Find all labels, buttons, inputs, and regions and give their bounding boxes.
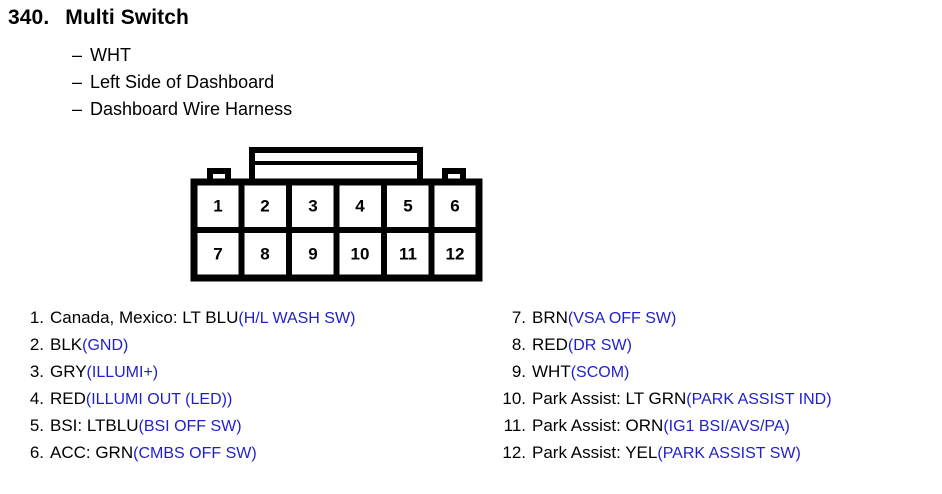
pin-number-3: 3 (308, 196, 317, 215)
dash-marker: – (72, 45, 83, 65)
legend-circuit-name: (SCOM) (570, 364, 630, 381)
connector-details-list: –WHT –Left Side of Dashboard –Dashboard … (72, 42, 292, 123)
legend-wire-color: Park Assist: ORN (532, 416, 664, 435)
pin-legend-right-column: 7. BRN (VSA OFF SW) 8. RED (DR SW) 9. WH… (495, 308, 935, 470)
legend-pin-number: 2. (29, 335, 44, 354)
title-name: Multi Switch (65, 6, 189, 29)
legend-circuit-name: (IG1 BSI/AVS/PA) (663, 418, 790, 435)
legend-item: 6. ACC: GRN (CMBS OFF SW) (14, 443, 484, 470)
pin-number-2: 2 (260, 196, 269, 215)
connector-lock-bracket (249, 147, 423, 186)
legend-circuit-name: (H/L WASH SW) (238, 310, 356, 327)
dash-marker: – (72, 99, 83, 119)
title-number: 340. (8, 6, 50, 29)
pin-number-1: 1 (213, 196, 222, 215)
legend-wire-color: Park Assist: LT GRN (532, 389, 687, 408)
legend-item: 3. GRY (ILLUMI+) (14, 362, 484, 389)
legend-item: 10. Park Assist: LT GRN (PARK ASSIST IND… (495, 389, 935, 416)
legend-item: 4. RED (ILLUMI OUT (LED)) (14, 389, 484, 416)
legend-pin-number: 12. (502, 443, 526, 462)
legend-wire-color: BSI: LTBLU (50, 416, 139, 435)
pin-number-8: 8 (260, 244, 269, 263)
legend-pin-number: 3. (29, 362, 44, 381)
legend-circuit-name: (ILLUMI+) (86, 364, 159, 381)
detail-text: WHT (90, 45, 131, 65)
legend-wire-color: BRN (532, 308, 568, 327)
legend-item: 9. WHT (SCOM) (495, 362, 935, 389)
legend-circuit-name: (PARK ASSIST SW) (657, 445, 801, 462)
legend-pin-number: 8. (511, 335, 526, 354)
legend-circuit-name: (ILLUMI OUT (LED)) (85, 391, 233, 408)
legend-pin-number: 9. (511, 362, 526, 381)
pin-legend-left-column: 1. Canada, Mexico: LT BLU (H/L WASH SW) … (14, 308, 484, 470)
pin-number-5: 5 (403, 196, 412, 215)
legend-item: 5. BSI: LTBLU (BSI OFF SW) (14, 416, 484, 443)
legend-pin-number: 10. (502, 389, 526, 408)
legend-pin-number: 1. (29, 308, 44, 327)
detail-text: Dashboard Wire Harness (90, 99, 293, 119)
legend-circuit-name: (BSI OFF SW) (138, 418, 242, 435)
legend-item: 1. Canada, Mexico: LT BLU (H/L WASH SW) (14, 308, 484, 335)
legend-item: 2. BLK (GND) (14, 335, 484, 362)
legend-wire-color: GRY (50, 362, 87, 381)
pin-number-4: 4 (355, 196, 365, 215)
legend-wire-color: WHT (532, 362, 571, 381)
legend-wire-color: RED (50, 389, 86, 408)
legend-item: 12. Park Assist: YEL (PARK ASSIST SW) (495, 443, 935, 470)
legend-item: 7. BRN (VSA OFF SW) (495, 308, 935, 335)
legend-item: 8. RED (DR SW) (495, 335, 935, 362)
legend-circuit-name: (PARK ASSIST IND) (686, 391, 832, 408)
legend-wire-color: Canada, Mexico: LT BLU (50, 308, 239, 327)
pin-number-6: 6 (450, 196, 459, 215)
legend-wire-color: Park Assist: YEL (532, 443, 658, 462)
legend-pin-number: 6. (29, 443, 44, 462)
legend-circuit-name: (GND) (82, 337, 129, 354)
legend-pin-number: 4. (29, 389, 44, 408)
pin-number-7: 7 (213, 244, 222, 263)
pin-number-12: 12 (446, 244, 465, 263)
legend-circuit-name: (DR SW) (567, 337, 632, 354)
legend-circuit-name: (CMBS OFF SW) (133, 445, 257, 462)
legend-circuit-name: (VSA OFF SW) (567, 310, 677, 327)
page-title: 340. Multi Switch (8, 6, 189, 30)
legend-pin-number: 11. (503, 416, 526, 435)
detail-line: –Left Side of Dashboard (72, 69, 292, 96)
legend-item: 11. Park Assist: ORN (IG1 BSI/AVS/PA) (495, 416, 935, 443)
pin-number-9: 9 (308, 244, 317, 263)
connector-diagram: 1 2 3 4 5 6 7 8 9 10 11 12 (186, 143, 486, 288)
detail-line: –Dashboard Wire Harness (72, 96, 292, 123)
legend-pin-number: 7. (511, 308, 526, 327)
legend-wire-color: BLK (50, 335, 83, 354)
legend-pin-number: 5. (29, 416, 44, 435)
detail-line: –WHT (72, 42, 292, 69)
dash-marker: – (72, 72, 83, 92)
legend-wire-color: RED (532, 335, 568, 354)
pin-number-10: 10 (351, 244, 370, 263)
pin-number-11: 11 (399, 244, 417, 263)
legend-wire-color: ACC: GRN (50, 443, 134, 462)
detail-text: Left Side of Dashboard (90, 72, 275, 92)
